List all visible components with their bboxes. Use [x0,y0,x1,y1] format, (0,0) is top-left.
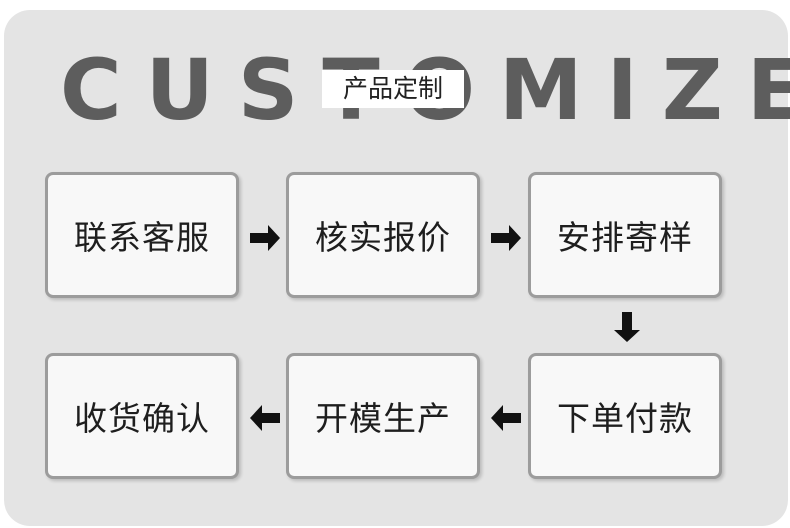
arrow-down-icon [610,310,644,344]
step-label-3: 安排寄样 [557,218,693,257]
step-box-3: 安排寄样 [528,172,722,298]
step-label-2: 核实报价 [315,218,451,257]
arrow-left-icon [489,401,523,435]
step-box-4: 下单付款 [528,353,722,479]
arrow-right-icon [489,221,523,255]
step-label-5: 开模生产 [315,399,451,438]
step-box-1: 联系客服 [45,172,239,298]
step-box-5: 开模生产 [286,353,480,479]
page-subtitle: 产品定制 [322,70,464,108]
arrow-left-icon [248,401,282,435]
step-label-1: 联系客服 [74,218,210,257]
arrow-right-icon [248,221,282,255]
step-label-6: 收货确认 [74,399,210,438]
step-box-6: 收货确认 [45,353,239,479]
step-label-4: 下单付款 [557,399,693,438]
step-box-2: 核实报价 [286,172,480,298]
